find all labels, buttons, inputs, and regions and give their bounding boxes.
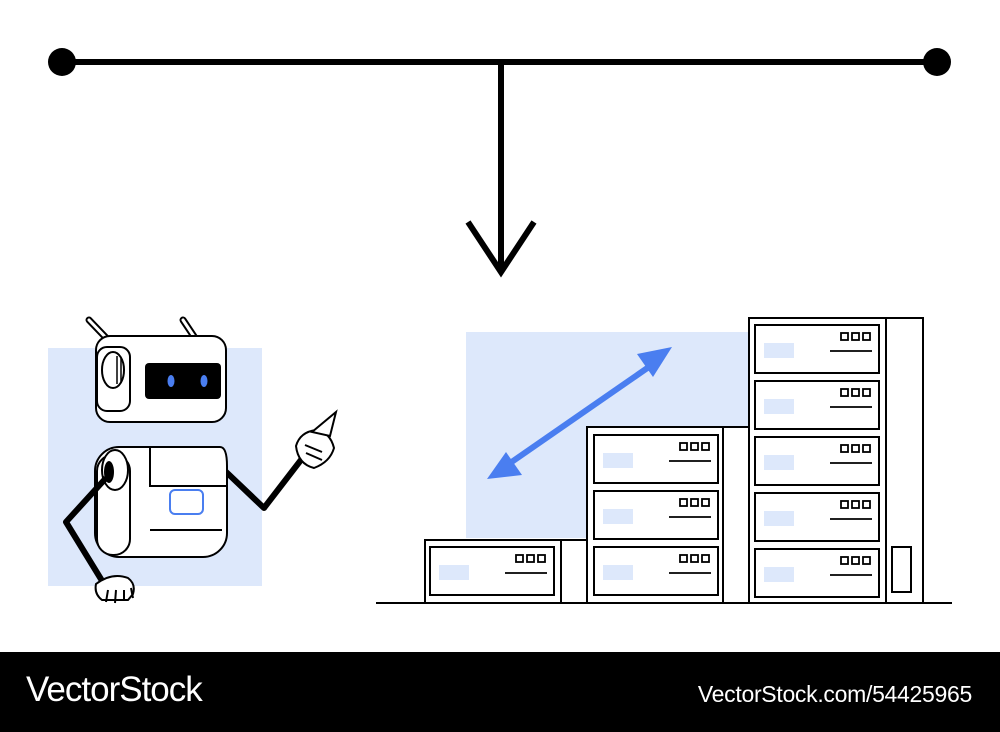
server-rack-icon xyxy=(376,317,952,604)
illustration xyxy=(48,48,952,604)
down-arrow-icon xyxy=(465,62,537,278)
double-arrow-icon xyxy=(487,347,672,479)
footer-stock-id: VectorStock.com/54425965 xyxy=(697,681,972,707)
watermark-footer: VectorStock VectorStock.com/54425965 xyxy=(0,652,1000,732)
robot-icon xyxy=(48,316,338,604)
footer-brand: VectorStock xyxy=(26,670,203,709)
